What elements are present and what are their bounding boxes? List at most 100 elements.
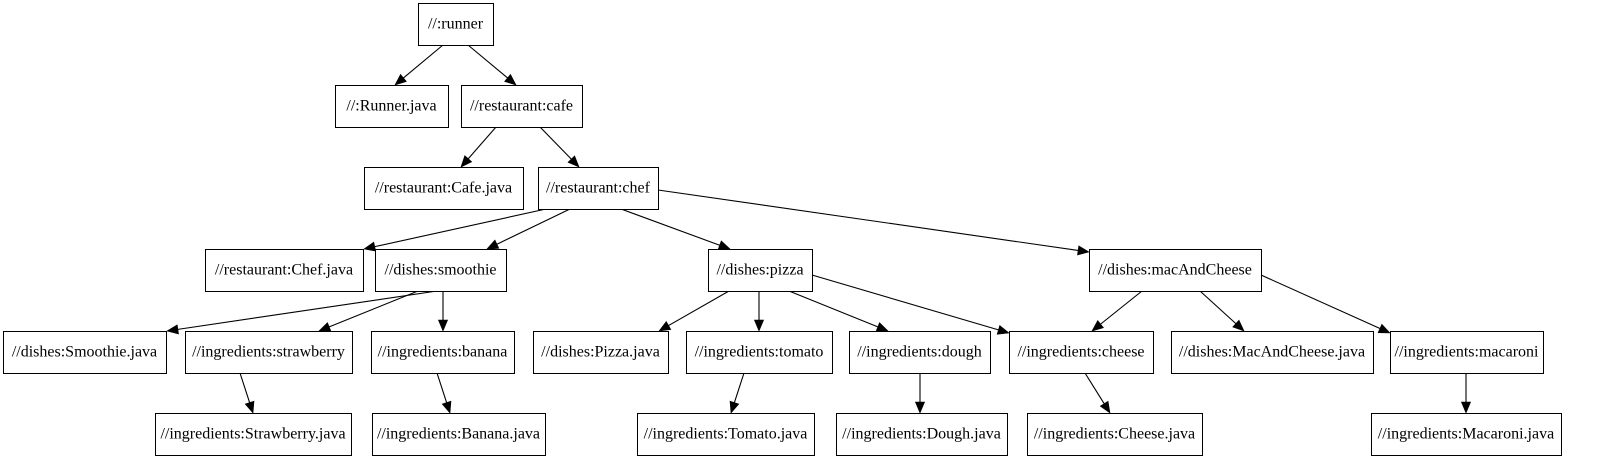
edge-line [374,208,547,248]
graph-node-strawberry_java[interactable]: //ingredients:Strawberry.java [155,413,352,456]
graph-node-dough_java[interactable]: //ingredients:Dough.java [836,413,1008,456]
graph-node-pizza_java[interactable]: //dishes:Pizza.java [533,331,669,374]
node-label: //ingredients:macaroni [1395,344,1540,361]
node-box[interactable] [849,331,991,374]
graph-node-cafe_java[interactable]: //restaurant:Cafe.java [364,167,524,210]
node-box[interactable] [3,331,167,374]
graph-node-dishes_macandchs[interactable]: //dishes:macAndCheese [1089,249,1262,292]
arrowhead-icon [394,73,407,86]
node-box[interactable] [335,85,449,128]
graph-node-chef_java[interactable]: //restaurant:Chef.java [205,249,364,292]
node-box[interactable] [637,413,815,456]
arrowhead-icon [996,324,1010,335]
graph-node-ing_tomato[interactable]: //ingredients:tomato [686,331,833,374]
node-label: //dishes:Smoothie.java [12,344,157,361]
edge-line [403,44,444,79]
edge-line [239,372,251,403]
graph-edge [729,372,745,414]
graph-edge [166,290,438,335]
arrowhead-icon [717,240,731,250]
graph-edge [620,208,731,250]
graph-node-macandcheese_java[interactable]: //dishes:MacAndCheese.java [1171,331,1374,374]
edge-line [177,290,438,330]
node-box[interactable] [364,167,524,210]
node-label: //ingredients:dough [857,344,981,361]
arrowhead-icon [460,155,473,168]
node-box[interactable] [708,249,813,292]
node-label: //ingredients:Banana.java [377,426,540,443]
node-label: //ingredients:Tomato.java [644,426,808,443]
edge-line [1084,372,1105,404]
node-box[interactable] [372,413,546,456]
graph-edge [788,290,889,332]
graph-edge [1199,290,1245,332]
arrowhead-icon [1377,323,1391,334]
node-label: //dishes:macAndCheese [1098,262,1252,279]
node-box[interactable] [418,3,494,46]
node-label: //restaurant:chef [546,180,651,197]
edge-line [1260,274,1381,329]
node-box[interactable] [538,167,659,210]
graph-node-smoothie_java[interactable]: //dishes:Smoothie.java [3,331,167,374]
node-box[interactable] [533,331,669,374]
graph-node-restaurant_chef[interactable]: //restaurant:chef [538,167,659,210]
edge-line [811,274,999,331]
node-box[interactable] [371,331,515,374]
node-box[interactable] [155,413,352,456]
graph-edge [811,274,1010,335]
node-box[interactable] [205,249,364,292]
node-box[interactable] [461,85,583,128]
edge-line [1100,290,1143,325]
node-label: //restaurant:Cafe.java [375,180,512,197]
graph-node-cheese_java[interactable]: //ingredients:Cheese.java [1027,413,1203,456]
node-box[interactable] [686,331,833,374]
node-label: //ingredients:Strawberry.java [160,426,345,443]
graph-node-tomato_java[interactable]: //ingredients:Tomato.java [637,413,815,456]
graph-node-banana_java[interactable]: //ingredients:Banana.java [372,413,546,456]
graph-edge [486,208,571,250]
edge-line [539,126,572,160]
graph-edge [394,44,444,86]
graph-node-dishes_smoothie[interactable]: //dishes:smoothie [375,249,507,292]
edge-line [1199,290,1237,325]
node-layer: //:runner //:Runner.java //restaurant:cafe… [3,3,1562,456]
node-box[interactable] [1171,331,1374,374]
arrowhead-icon [1077,245,1090,256]
graph-node-ing_macaroni[interactable]: //ingredients:macaroni [1390,331,1544,374]
arrowhead-icon [914,401,926,414]
arrowhead-icon [441,400,452,414]
graph-node-restaurant_cafe[interactable]: //restaurant:cafe [461,85,583,128]
graph-edge [239,372,255,414]
node-box[interactable] [1089,249,1262,292]
edge-line [328,290,419,328]
node-box[interactable] [375,249,507,292]
edge-line [668,290,730,327]
arrowhead-icon [437,319,449,332]
edge-line [788,290,879,328]
node-label: //restaurant:Chef.java [215,262,353,279]
node-box[interactable] [1390,331,1544,374]
graph-node-ing_dough[interactable]: //ingredients:dough [849,331,991,374]
graph-edge [460,126,497,168]
graph-node-ing_strawberry[interactable]: //ingredients:strawberry [185,331,353,374]
arrowhead-icon [753,319,765,332]
node-box[interactable] [185,331,353,374]
graph-node-runner[interactable]: //:runner [418,3,494,46]
graph-node-ing_cheese[interactable]: //ingredients:cheese [1009,331,1154,374]
node-box[interactable] [1027,413,1203,456]
graph-node-dishes_pizza[interactable]: //dishes:pizza [708,249,813,292]
graph-node-macaroni_java[interactable]: //ingredients:Macaroni.java [1371,413,1562,456]
node-box[interactable] [1371,413,1562,456]
arrowhead-icon [363,241,377,252]
graph-node-runner_java[interactable]: //:Runner.java [335,85,449,128]
node-box[interactable] [1009,331,1154,374]
graph-node-ing_banana[interactable]: //ingredients:banana [371,331,515,374]
arrowhead-icon [1232,319,1245,332]
edge-line [620,208,720,246]
graph-edge [1460,373,1472,414]
graph-edge [914,373,926,414]
graph-edge [467,44,517,86]
node-box[interactable] [836,413,1008,456]
